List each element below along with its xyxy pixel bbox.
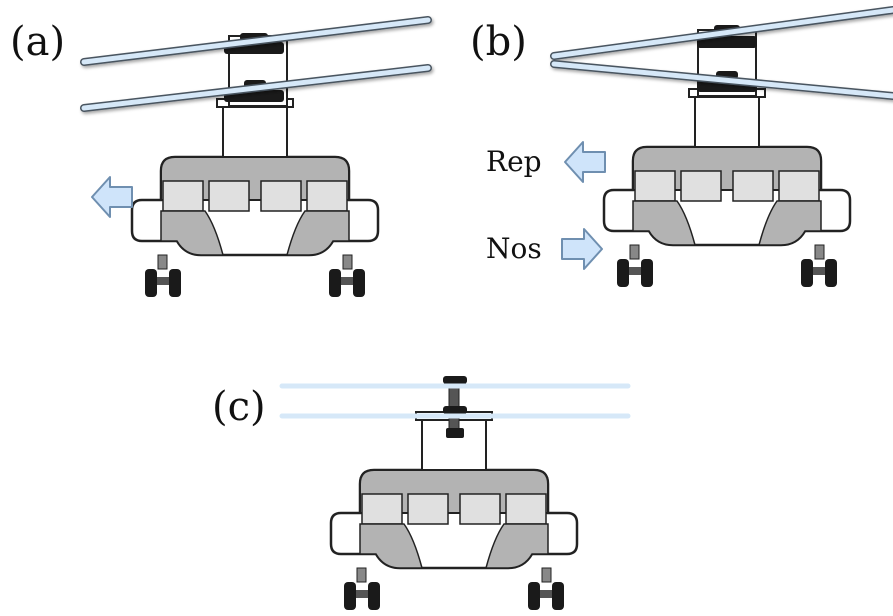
- fuselage-c: [329, 410, 579, 612]
- arrow-left-icon: [91, 176, 133, 218]
- panel-b-label: (b): [470, 19, 527, 65]
- fuselage-a: [130, 97, 380, 299]
- panel-b: (b) Rep Nos: [470, 6, 893, 289]
- arrow-left-icon: [564, 141, 606, 183]
- fuselage-b: [602, 87, 852, 289]
- hub-base-c: [446, 428, 464, 438]
- panel-a-label: (a): [10, 19, 65, 65]
- nos-label: Nos: [486, 232, 542, 265]
- rep-label: Rep: [486, 145, 542, 178]
- hub-upper-b: [697, 36, 757, 48]
- panel-c-label: (c): [212, 384, 266, 430]
- arrow-right-icon: [561, 228, 603, 270]
- panel-c: (c): [212, 376, 632, 612]
- panel-a: (a): [10, 16, 432, 299]
